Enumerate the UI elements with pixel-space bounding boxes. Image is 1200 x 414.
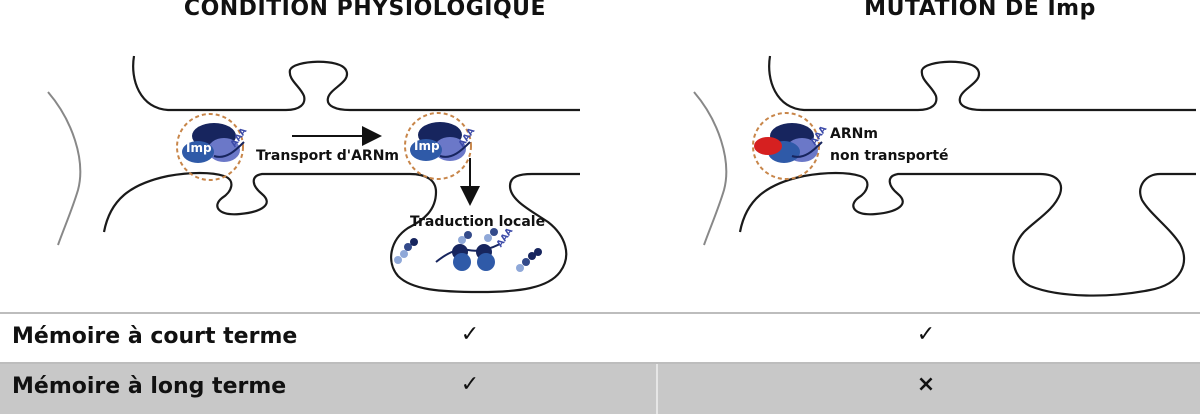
transported-imp-label: Imp: [414, 139, 440, 153]
long-term-mutation-value: ×: [916, 372, 936, 397]
memory-comparison-table: Mémoire à court terme ✓ ✓ Mémoire à long…: [0, 312, 1200, 414]
right-upper-membrane: [768, 55, 1196, 112]
mutant-label-line1: ARNm: [830, 126, 878, 142]
row-label-short-term: Mémoire à court terme: [12, 324, 298, 349]
peptide-chains: [394, 228, 542, 272]
left-cell-edge: [47, 91, 82, 246]
column-divider: [656, 364, 658, 414]
mutated-imp-shape: [754, 137, 782, 155]
short-term-mutation-value: ✓: [916, 322, 936, 347]
left-rnp-complex-transported: Imp AAA: [404, 112, 477, 180]
short-term-physiological-value: ✓: [460, 322, 480, 347]
transport-label: Transport d'ARNm: [256, 148, 399, 164]
left-imp-label: Imp: [186, 141, 212, 155]
left-panel-title: CONDITION PHYSIOLOGIQUE: [183, 0, 547, 21]
left-lower-membrane: [102, 171, 580, 294]
table-row-short-term: Mémoire à court terme ✓ ✓: [0, 312, 1200, 362]
left-upper-membrane: [132, 55, 580, 112]
row-label-long-term: Mémoire à long terme: [12, 374, 287, 399]
right-cell-edge: [693, 91, 728, 246]
polysome: AAA: [435, 226, 515, 271]
right-panel-title: MUTATION DE Imp: [864, 0, 1096, 21]
table-row-long-term: Mémoire à long terme ✓ ×: [0, 362, 1200, 414]
translation-label: Traduction locale: [410, 214, 545, 230]
left-rnp-complex-origin: Imp AAA: [176, 113, 249, 181]
mutant-polya-label: AAA: [809, 124, 829, 147]
neuron-diagram: Imp AAA Transport d'ARNm Imp AAA Traduct…: [47, 55, 1196, 297]
long-term-physiological-value: ✓: [460, 372, 480, 397]
mutant-rnp-complex: AAA: [752, 112, 829, 180]
mutant-label-line2: non transporté: [830, 148, 949, 164]
right-lower-membrane: [738, 171, 1196, 297]
